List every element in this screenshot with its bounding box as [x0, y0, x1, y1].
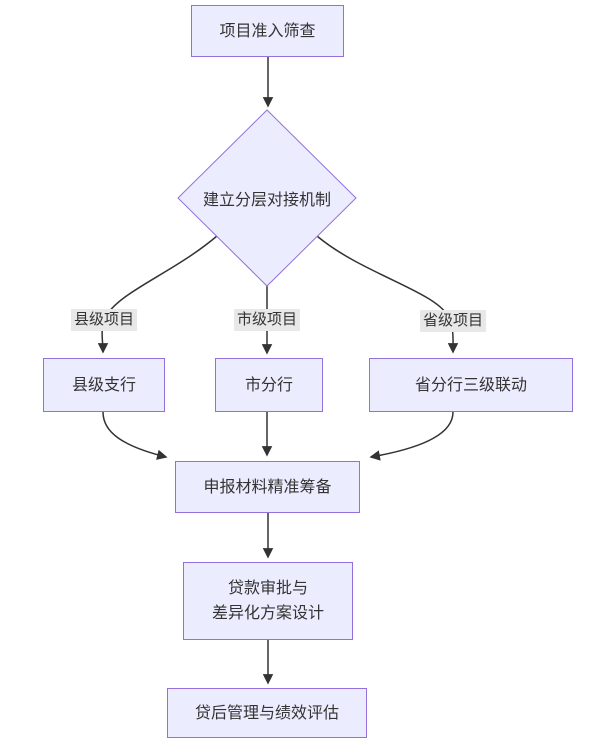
node-province-branch: 省分行三级联动	[369, 358, 573, 412]
edge-mechanism-to-province	[316, 235, 459, 354]
node-mechanism-label: 建立分层对接机制	[202, 192, 331, 209]
node-screening: 项目准入筛查	[191, 5, 344, 57]
node-approval: 贷款审批与 差异化方案设计	[183, 562, 353, 640]
node-approval-label-line1: 贷款审批与	[227, 580, 308, 597]
node-mechanism: 建立分层对接机制	[187, 186, 347, 210]
edge-label-province: 省级项目	[420, 310, 486, 332]
edge-label-city-text: 市级项目	[236, 311, 297, 328]
edge-label-county: 县级项目	[71, 309, 137, 331]
edge-mechanism-to-county	[97, 235, 218, 354]
node-materials-label: 申报材料精准筹备	[203, 478, 332, 496]
edge-label-city: 市级项目	[234, 309, 300, 331]
node-province-branch-label: 省分行三级联动	[414, 376, 527, 394]
node-county-branch-label: 县级支行	[71, 376, 136, 394]
node-post-loan: 贷后管理与绩效评估	[167, 688, 367, 738]
edge-province-to-materials	[369, 411, 454, 461]
node-post-loan-label: 贷后管理与绩效评估	[194, 704, 339, 722]
decision-diamond-shape	[177, 109, 357, 287]
edge-label-province-text: 省级项目	[422, 312, 483, 329]
node-approval-label-line2: 差异化方案设计	[211, 605, 324, 622]
edge-label-county-text: 县级项目	[73, 311, 134, 328]
node-materials: 申报材料精准筹备	[175, 461, 360, 513]
edge-county-to-materials	[102, 411, 168, 460]
node-county-branch: 县级支行	[43, 358, 165, 412]
node-city-branch-label: 市分行	[244, 376, 293, 394]
node-city-branch: 市分行	[215, 358, 323, 412]
node-screening-label: 项目准入筛查	[219, 22, 316, 40]
